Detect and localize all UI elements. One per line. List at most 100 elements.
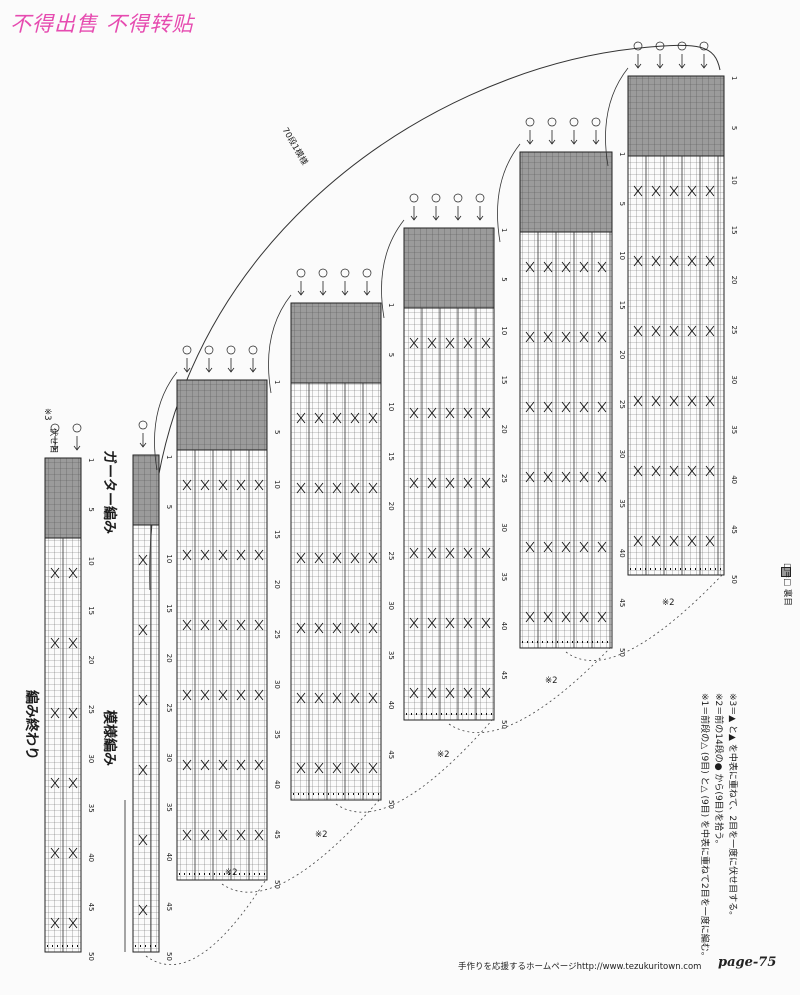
cable-mark xyxy=(296,482,306,494)
title-garter: ガーター編み xyxy=(101,450,117,534)
row-tick: 40 xyxy=(500,622,508,631)
direction-arrow xyxy=(227,358,235,373)
cable-mark xyxy=(200,829,210,841)
footer-text: 手作りを応援するホームページhttp://www.tezukuritown.co… xyxy=(458,962,702,972)
cable-mark xyxy=(705,255,715,267)
join-arc xyxy=(154,371,178,471)
cable-mark xyxy=(669,465,679,477)
pickup-arc xyxy=(221,797,382,893)
cable-mark xyxy=(138,904,148,916)
cable-mark xyxy=(633,325,643,337)
cable-mark xyxy=(651,255,661,267)
row-tick: 10 xyxy=(273,480,281,489)
cable-mark xyxy=(332,552,342,564)
stitch-number-circle xyxy=(475,193,485,203)
row-tick: 35 xyxy=(87,804,95,813)
stitch-number-circle xyxy=(569,117,579,127)
chart-grid xyxy=(176,379,268,881)
direction-arrow xyxy=(656,54,664,69)
cable-mark xyxy=(50,917,60,929)
cable-mark xyxy=(236,829,246,841)
cable-mark xyxy=(597,541,607,553)
cable-mark xyxy=(296,762,306,774)
direction-arrow xyxy=(410,206,418,221)
cable-mark xyxy=(332,622,342,634)
cable-mark xyxy=(218,479,228,491)
row-tick: 25 xyxy=(387,552,395,561)
note-2: ※2＝前の14段の● から(9目)を拾う。 xyxy=(713,693,723,849)
cable-mark xyxy=(481,407,491,419)
cable-mark xyxy=(705,325,715,337)
cable-mark xyxy=(633,465,643,477)
row-tick: 25 xyxy=(87,705,95,714)
cable-mark xyxy=(445,617,455,629)
direction-arrow xyxy=(319,281,327,296)
stitch-number-circle xyxy=(633,41,643,51)
cable-mark xyxy=(314,552,324,564)
cable-mark xyxy=(254,619,264,631)
cable-mark xyxy=(687,185,697,197)
row-tick: 45 xyxy=(618,598,626,607)
cable-mark xyxy=(182,619,192,631)
cable-mark xyxy=(633,255,643,267)
direction-arrow xyxy=(454,206,462,221)
cable-mark xyxy=(561,401,571,413)
row-tick: 1 xyxy=(387,303,395,307)
note-3: ※3＝▲ と▲ を中表に重ねて、2目を一度に伏せ目する。 xyxy=(727,693,737,921)
row-tick: 5 xyxy=(273,430,281,434)
chart-shaded-rows xyxy=(176,379,268,451)
cable-mark xyxy=(669,255,679,267)
cable-mark xyxy=(543,261,553,273)
cable-mark xyxy=(314,762,324,774)
row-tick: 30 xyxy=(87,754,95,763)
row-tick: 50 xyxy=(273,880,281,889)
cable-mark xyxy=(68,637,78,649)
cable-mark xyxy=(579,401,589,413)
cable-mark xyxy=(463,687,473,699)
cable-mark xyxy=(561,541,571,553)
cable-mark xyxy=(409,617,419,629)
cable-mark xyxy=(633,535,643,547)
cable-mark xyxy=(525,471,535,483)
cable-mark xyxy=(68,917,78,929)
stitch-number-circle xyxy=(655,41,665,51)
cable-mark xyxy=(296,692,306,704)
cable-mark xyxy=(200,619,210,631)
cable-mark xyxy=(579,471,589,483)
cable-mark xyxy=(314,412,324,424)
cable-mark xyxy=(633,395,643,407)
cable-mark xyxy=(68,777,78,789)
stitch-number-circle xyxy=(453,193,463,203)
cable-mark xyxy=(50,637,60,649)
direction-arrow xyxy=(249,358,257,373)
direction-arrow xyxy=(183,358,191,373)
stitch-number-circle xyxy=(226,345,236,355)
cable-mark xyxy=(368,622,378,634)
row-tick: 50 xyxy=(730,575,738,584)
legend-text: □=□ 裏目 xyxy=(782,563,792,606)
row-tick: 20 xyxy=(165,654,173,663)
join-arc xyxy=(605,67,629,167)
row-tick: 1 xyxy=(500,228,508,232)
chart-shaded-rows xyxy=(403,227,495,309)
ref2-b: ※2 xyxy=(315,830,328,840)
direction-arrow xyxy=(341,281,349,296)
cable-mark xyxy=(409,337,419,349)
row-tick: 40 xyxy=(87,853,95,862)
cable-mark xyxy=(687,395,697,407)
row-tick: 30 xyxy=(730,375,738,384)
cable-mark xyxy=(687,535,697,547)
row-tick: 15 xyxy=(730,226,738,235)
cable-mark xyxy=(68,707,78,719)
row-tick: 35 xyxy=(618,499,626,508)
cable-mark xyxy=(525,331,535,343)
cable-mark xyxy=(254,479,264,491)
row-tick: 45 xyxy=(165,902,173,911)
cable-mark xyxy=(705,465,715,477)
cable-mark xyxy=(68,847,78,859)
cable-mark xyxy=(182,759,192,771)
row-tick: 10 xyxy=(500,326,508,335)
chart-grid xyxy=(519,151,613,649)
cable-mark xyxy=(561,331,571,343)
row-tick: 15 xyxy=(87,606,95,615)
